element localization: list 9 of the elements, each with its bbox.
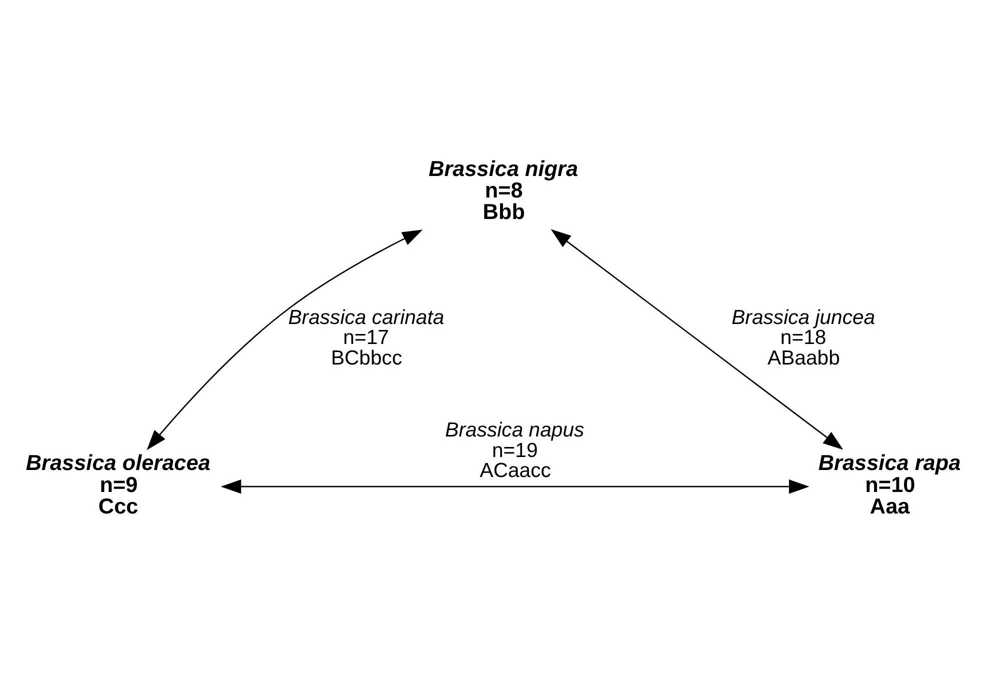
- edge-label: Brassica juncea n=18 ABaabb: [731, 306, 875, 370]
- edge-label: Brassica carinata n=17 BCbbcc: [288, 306, 444, 370]
- edge-label: Brassica napus n=19 ACaacc: [444, 418, 584, 482]
- arrow: [220, 479, 809, 494]
- node-text: Brassica nigra n=8 Bbb: [428, 155, 578, 224]
- node-text: Brassica oleracea n=9 Ccc: [25, 450, 210, 518]
- arrow: [146, 229, 422, 450]
- arrow: [550, 228, 843, 450]
- node-text: Brassica rapa n=10 Aaa: [818, 450, 960, 518]
